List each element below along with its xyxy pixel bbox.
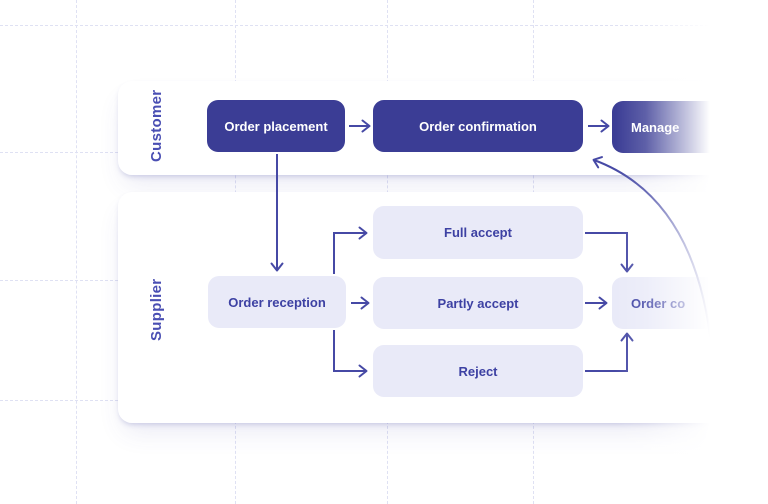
node-order-reception: Order reception [208,276,346,328]
node-order-reception-label: Order reception [228,294,326,310]
grid-line-vertical [76,0,77,504]
node-reject: Reject [373,345,583,397]
node-order-co-label: Order co [631,295,686,311]
lane-supplier-label: Supplier [148,278,165,341]
node-reject-label: Reject [458,363,498,379]
node-order-confirmation: Order confirmation [373,100,583,152]
node-partly-accept-label: Partly accept [437,295,519,311]
node-order-placement: Order placement [207,100,345,152]
grid-line-horizontal [0,25,768,26]
node-manage-label: Manage [631,119,680,135]
node-manage: Manage [612,101,768,153]
lane-customer-label: Customer [148,89,165,162]
node-full-accept-label: Full accept [444,225,512,240]
node-order-confirmation-label: Order confirmation [419,118,537,134]
node-full-accept: Full accept [373,206,583,259]
node-order-co: Order co [612,277,768,329]
node-order-placement-label: Order placement [224,118,328,134]
node-partly-accept: Partly accept [373,277,583,329]
